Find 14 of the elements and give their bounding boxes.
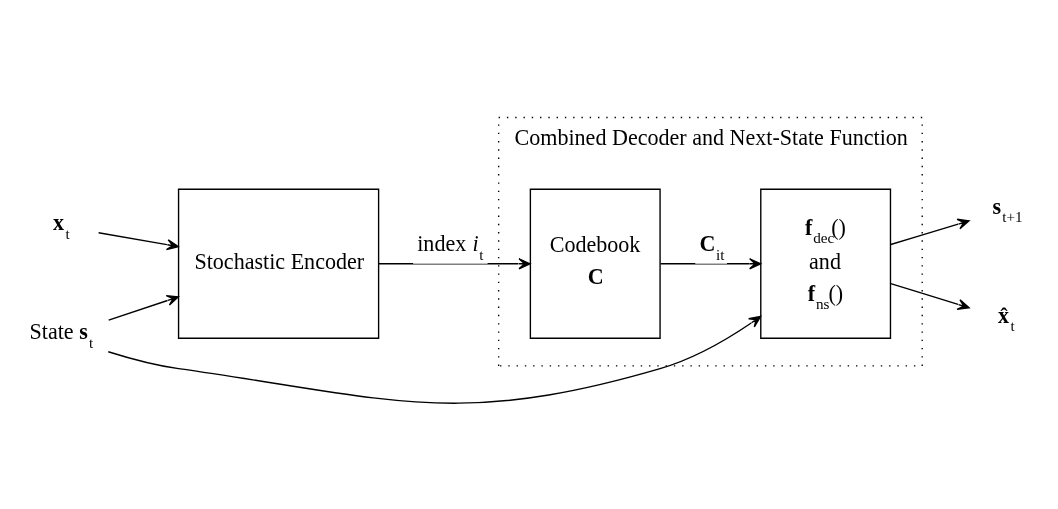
node-text: State s$_{t}$ [29, 318, 94, 351]
node-box: f$_{dec}$() and f$_{ns}$() [760, 188, 892, 339]
node-text: s$_{t+1}$ [992, 193, 1023, 225]
arrow [107, 315, 762, 404]
arrow [890, 218, 970, 245]
node-text: x̂$_{t}$ [998, 302, 1015, 334]
arrow [97, 231, 179, 250]
node-text: x$_{t}$ [53, 209, 70, 242]
node-box: Stochastic Encoder [177, 188, 380, 339]
edge-label: index i$_{t}$ [417, 230, 484, 263]
node-box: Codebook C [529, 188, 661, 339]
arrow [890, 282, 970, 310]
edge-label: C$_{it}$ [699, 230, 725, 263]
arrow [108, 294, 180, 321]
